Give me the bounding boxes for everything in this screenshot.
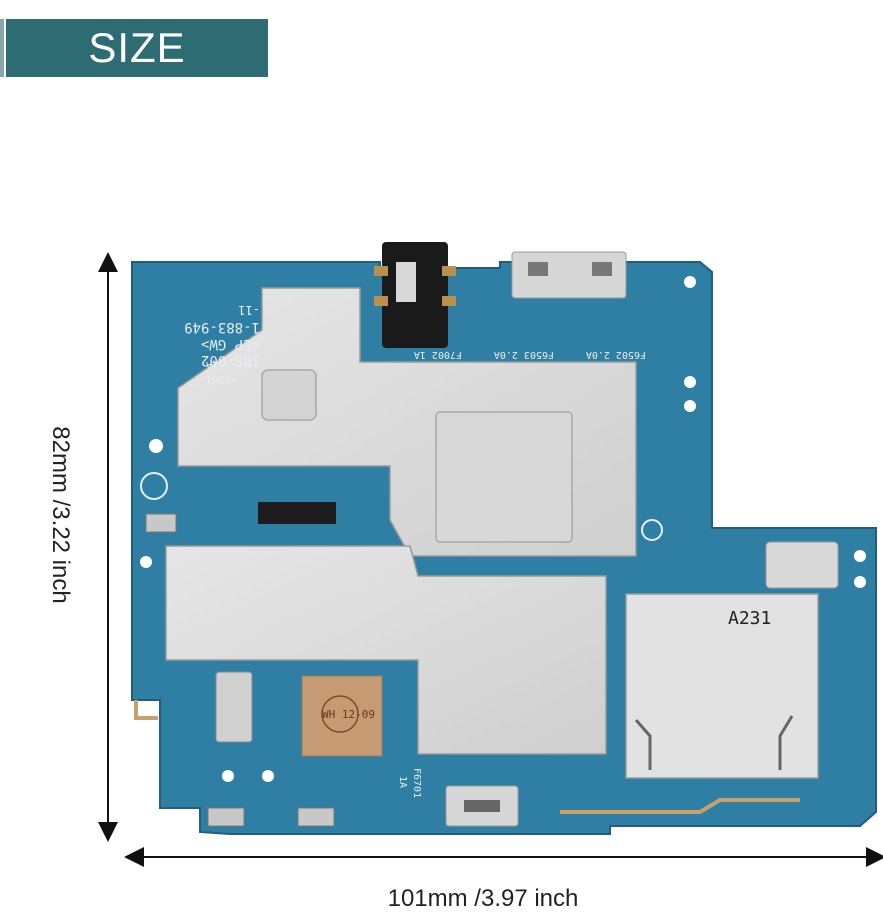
mount-hole-2 <box>684 376 696 388</box>
mount-hole-8 <box>262 770 274 782</box>
silk-fuse-f5301: F5301 <box>206 373 236 384</box>
shield-lower <box>165 545 607 755</box>
shield-emboss-large <box>435 411 573 543</box>
silk-revision: -11 <box>238 303 260 317</box>
mount-hole-9 <box>684 276 696 288</box>
chip <box>301 675 383 757</box>
top-connector-slot-1 <box>528 262 548 276</box>
chip-mark: WH 12-09 <box>322 708 375 721</box>
memory-card-slot <box>625 593 819 779</box>
size-label: SIZE <box>88 24 186 71</box>
silk-fuse-f6701: F6701 <box>411 768 422 798</box>
card-slot-spring-right <box>778 715 794 770</box>
shield-emboss-small <box>261 369 317 421</box>
copper-edge-bottom <box>560 798 800 814</box>
button-middle <box>297 807 335 827</box>
mount-hole-7 <box>222 770 234 782</box>
copper-corner <box>134 700 158 720</box>
width-dimension-label: 101mm /3.97 inch <box>387 885 579 912</box>
card-slot-mark: A231 <box>728 608 771 629</box>
button-side <box>145 513 177 533</box>
silk-fuse-f7002: F7002 1A <box>414 349 462 360</box>
headphone-jack-clip <box>396 262 416 302</box>
mount-hole-4 <box>140 556 152 568</box>
size-banner: SIZE <box>6 19 268 77</box>
headphone-jack-pin-2 <box>374 296 388 306</box>
silk-fuse-f6502: F6502 2.0A <box>586 349 646 360</box>
card-slot-spring-left <box>634 719 652 770</box>
silk-fuse-f6503: F6503 2.0A <box>494 349 554 360</box>
mark-circle-1 <box>140 472 168 500</box>
small-shield <box>765 541 839 589</box>
ribbon-connector <box>258 502 336 524</box>
top-connector-slot-2 <box>592 262 612 276</box>
mount-hole-1 <box>149 439 163 453</box>
silk-part-number: 1-883-949 <box>184 319 260 335</box>
silk-mark: <EP GW> <box>201 336 260 352</box>
headphone-jack-pin-3 <box>442 266 456 276</box>
height-dimension-label: 82mm /3.22 inch <box>47 426 74 604</box>
headphone-jack-pin-4 <box>442 296 456 306</box>
silk-fuse-f5301-rating: 1A <box>206 359 218 370</box>
mark-circle-a <box>641 519 663 541</box>
side-connector <box>215 671 253 743</box>
usb-connector-port <box>464 800 500 812</box>
mount-hole-6 <box>854 576 866 588</box>
silk-fuse-f6701-rating: 1A <box>397 776 408 788</box>
headphone-jack-pin-1 <box>374 266 388 276</box>
button-left <box>207 807 245 827</box>
chip-stamp <box>321 695 359 733</box>
banner-edge <box>0 19 4 77</box>
mount-hole-5 <box>854 550 866 562</box>
silk-model: IRS-002 <box>201 352 260 368</box>
mount-hole-3 <box>684 400 696 412</box>
